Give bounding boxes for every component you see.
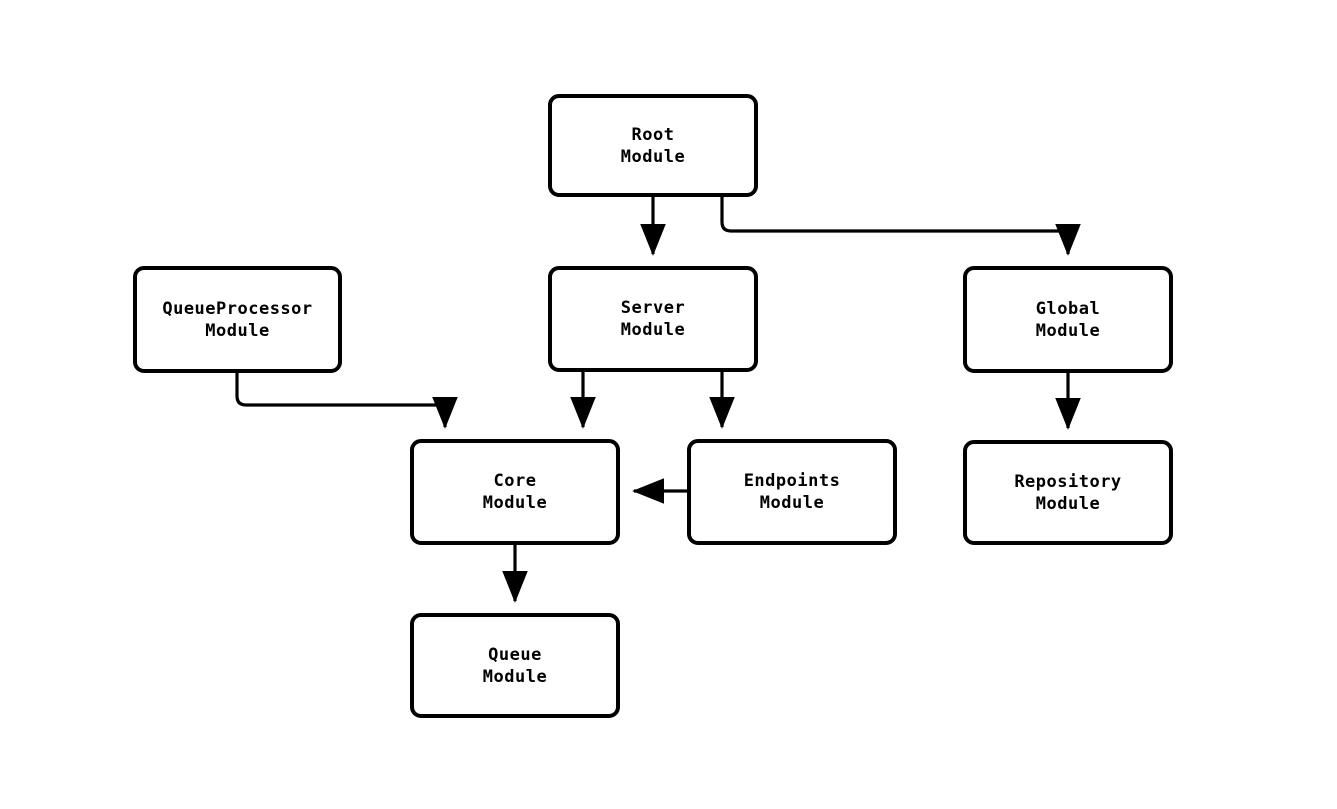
- node-server-label-line2: Module: [620, 320, 686, 340]
- node-queue-label-line1: Queue: [488, 644, 542, 665]
- node-repository-label-line1: Repository: [1014, 471, 1122, 492]
- node-core-label-line2: Module: [482, 493, 548, 513]
- node-global-label-line1: Global: [1035, 298, 1101, 319]
- node-endpoints-label-line1: Endpoints: [743, 471, 841, 491]
- node-queueprocessor-label-line2: Module: [205, 320, 270, 341]
- edge-paths: [235, 197, 1081, 603]
- node-core-label-line1: Core: [493, 471, 537, 491]
- node-root-label-line2: Module: [620, 146, 686, 167]
- node-server-label-line1: Server: [620, 298, 686, 318]
- node-endpoints-label-line2: Module: [759, 493, 825, 513]
- node-queue-label-line2: Module: [482, 666, 548, 687]
- edge-queueprocessor-to-core: [235, 373, 458, 429]
- node-queueprocessor-label-line1: QueueProcessor: [162, 298, 313, 319]
- node-repository-label-line2: Module: [1035, 493, 1101, 514]
- edge-root-to-global: [720, 197, 1081, 256]
- node-global-label-line2: Module: [1035, 320, 1101, 341]
- node-root-label-line1: Root: [631, 124, 675, 145]
